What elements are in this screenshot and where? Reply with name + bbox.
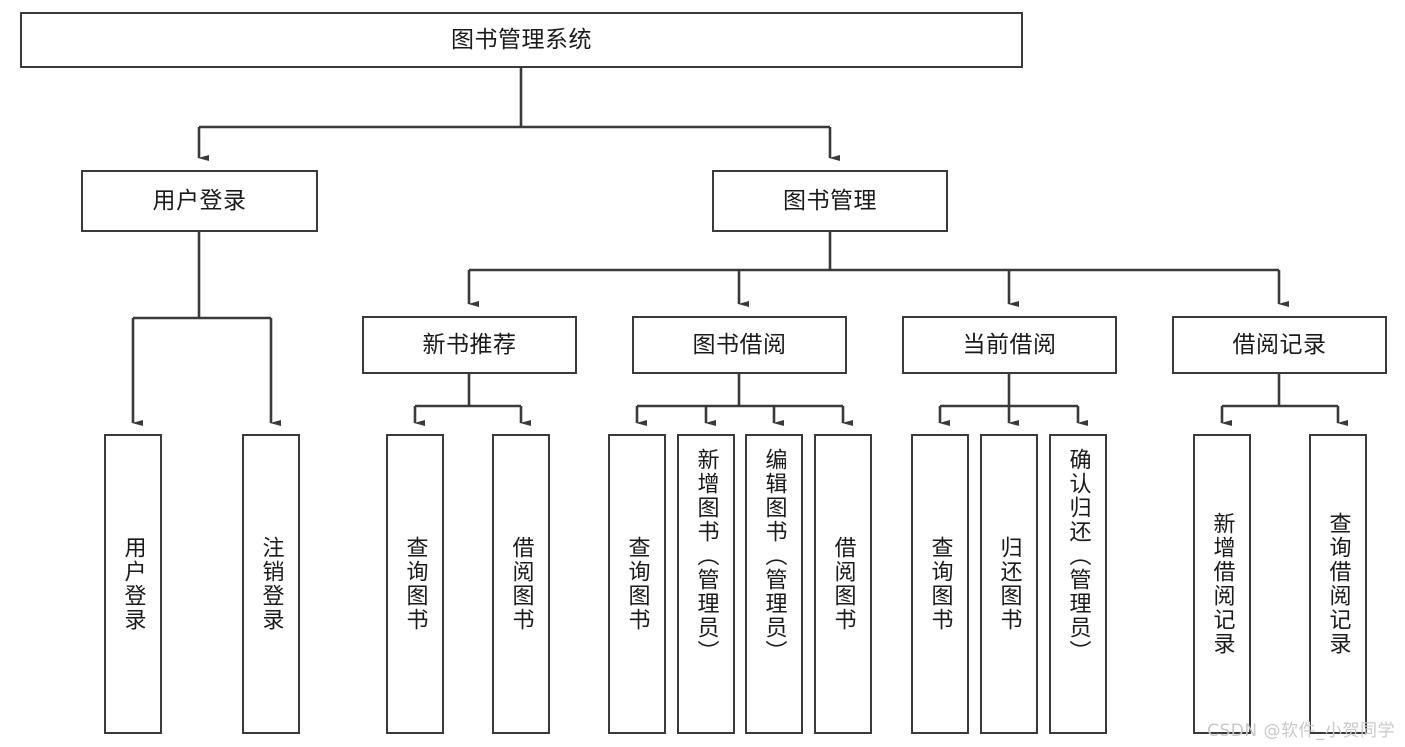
node-label: 查询图书 <box>402 536 428 632</box>
node-leaf-query-book-1[interactable]: 查询图书 <box>386 434 444 734</box>
node-leaf-edit-book[interactable]: 编辑图书（管理员） <box>745 434 803 734</box>
node-user-login[interactable]: 用户登录 <box>81 170 318 232</box>
node-label: 图书借阅 <box>692 331 787 358</box>
node-leaf-logout-login[interactable]: 注销登录 <box>242 434 300 734</box>
node-leaf-query-book-2[interactable]: 查询图书 <box>608 434 666 734</box>
node-label: 用户登录 <box>120 536 146 632</box>
node-leaf-query-book-3[interactable]: 查询图书 <box>911 434 969 734</box>
node-borrow-record[interactable]: 借阅记录 <box>1172 316 1387 374</box>
node-new-book-recommend[interactable]: 新书推荐 <box>362 316 577 374</box>
node-label: 新书推荐 <box>422 331 517 358</box>
node-label: 注销登录 <box>258 536 284 632</box>
node-label: 图书管理 <box>783 187 877 214</box>
node-label: 编辑图书（管理员） <box>761 448 787 664</box>
node-book-management[interactable]: 图书管理 <box>712 170 948 232</box>
node-label: 用户登录 <box>152 187 247 214</box>
node-label: 当前借阅 <box>962 331 1057 358</box>
node-label: 查询借阅记录 <box>1325 512 1351 656</box>
node-leaf-user-login[interactable]: 用户登录 <box>104 434 162 734</box>
node-book-borrow[interactable]: 图书借阅 <box>632 316 847 374</box>
node-label: 归还图书 <box>996 536 1022 632</box>
node-root-book-management-system[interactable]: 图书管理系统 <box>20 12 1023 68</box>
node-label: 确认归还（管理员） <box>1065 448 1091 664</box>
node-label: 查询图书 <box>624 536 650 632</box>
node-label: 图书管理系统 <box>451 26 592 53</box>
node-leaf-add-book[interactable]: 新增图书（管理员） <box>677 434 735 734</box>
node-leaf-borrow-book-1[interactable]: 借阅图书 <box>492 434 550 734</box>
node-leaf-return-book[interactable]: 归还图书 <box>980 434 1038 734</box>
node-label: 借阅图书 <box>830 536 856 632</box>
node-label: 借阅图书 <box>508 536 534 632</box>
node-label: 新增图书（管理员） <box>693 448 719 664</box>
node-current-borrow[interactable]: 当前借阅 <box>902 316 1117 374</box>
node-leaf-borrow-book-2[interactable]: 借阅图书 <box>814 434 872 734</box>
node-leaf-confirm-return[interactable]: 确认归还（管理员） <box>1049 434 1107 734</box>
node-label: 借阅记录 <box>1232 331 1327 358</box>
node-label: 查询图书 <box>927 536 953 632</box>
node-label: 新增借阅记录 <box>1209 512 1235 656</box>
node-leaf-add-record[interactable]: 新增借阅记录 <box>1193 434 1251 734</box>
node-leaf-query-record[interactable]: 查询借阅记录 <box>1309 434 1367 734</box>
